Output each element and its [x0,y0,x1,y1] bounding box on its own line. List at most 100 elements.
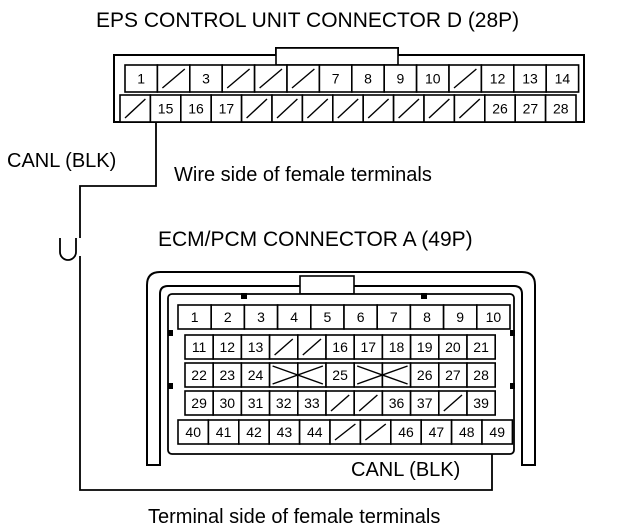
terminal-cell: 42 [238,419,271,445]
terminal-number: 21 [473,339,489,355]
terminal-number: 5 [324,309,332,325]
terminal-cell: 28 [466,362,497,388]
terminal-cell: 43 [268,419,301,445]
terminal-number: 31 [248,395,264,411]
unused-terminal-slash [367,98,390,119]
ecm-connector-lock-tab [299,275,355,295]
terminal-cell: 21 [466,334,497,360]
unused-terminal-slash [161,68,186,89]
terminal-number: 19 [417,339,433,355]
empty-terminal-cell [296,334,327,360]
empty-terminal-cell [423,94,456,123]
ecm-key-mark [421,293,427,299]
empty-terminal-cell [253,64,288,93]
terminal-number: 46 [398,424,414,440]
terminal-number: 22 [191,367,207,383]
terminal-cell: 6 [343,304,379,330]
terminal-cell: 24 [240,362,271,388]
terminal-cell: 32 [268,390,299,416]
terminal-number: 3 [257,309,265,325]
terminal-number: 1 [191,309,199,325]
unused-terminal-slash [291,68,315,89]
terminal-cell: 9 [442,304,478,330]
eps-connector-lock-tab [275,47,399,66]
terminal-cell: 4 [276,304,312,330]
empty-terminal-cell [392,94,425,123]
terminal-cell: 17 [353,334,384,360]
terminal-number: 40 [185,424,201,440]
ecm-connector-title: ECM/PCM CONNECTOR A (49P) [158,228,473,251]
unused-terminal-slash [274,338,294,356]
terminal-number: 13 [522,71,538,87]
terminal-cell: 30 [212,390,243,416]
terminal-number: 44 [307,424,323,440]
empty-terminal-cell [221,64,256,93]
terminal-cell: 2 [210,304,246,330]
eps-connector-title: EPS CONTROL UNIT CONNECTOR D (28P) [96,9,519,32]
terminal-number: 6 [357,309,365,325]
terminal-number: 42 [246,424,262,440]
terminal-cell: 15 [149,94,182,123]
terminal-cell: 7 [318,64,353,93]
terminal-number: 3 [202,71,210,87]
terminal-cell: 47 [420,419,453,445]
unused-terminal-slash [458,98,481,119]
terminal-number: 28 [553,101,569,117]
ecm-key-mark [168,383,173,389]
unused-terminal-slash [302,338,322,356]
unused-terminal-slash [443,394,463,412]
empty-terminal-cell [119,94,152,123]
terminal-number: 9 [456,309,464,325]
terminal-cell: 7 [376,304,412,330]
empty-terminal-cell [286,64,321,93]
unused-terminal-slash [364,423,387,441]
terminal-number: 24 [248,367,264,383]
terminal-number: 36 [389,395,405,411]
terminal-number: 26 [492,101,508,117]
terminal-number: 41 [216,424,232,440]
ecm-key-mark [168,330,173,336]
ecm-connector-shell [146,271,536,466]
terminal-cell: 26 [409,362,440,388]
terminal-number: 16 [188,101,204,117]
empty-terminal-cell [353,390,384,416]
unused-terminal-slash [124,98,146,119]
terminal-cell: 37 [409,390,440,416]
empty-terminal-cell [271,94,304,123]
terminal-cell: 10 [415,64,450,93]
empty-terminal-cell [325,390,356,416]
terminal-cell: 25 [325,362,356,388]
terminal-number: 7 [390,309,398,325]
unused-terminal-slash [306,98,329,119]
terminal-number: 30 [220,395,236,411]
unused-terminal-slash [337,98,359,119]
unused-terminal-slash [276,98,298,119]
empty-terminal-cell [437,390,468,416]
terminal-cell: 33 [296,390,327,416]
terminal-cell: 12 [480,64,515,93]
terminal-number: 47 [429,424,445,440]
terminal-cell: 9 [383,64,418,93]
terminal-cell: 3 [189,64,224,93]
unused-terminal-slash [334,423,356,441]
terminal-cell: 14 [545,64,580,93]
terminal-number: 2 [224,309,232,325]
terminal-cell: 10 [475,304,511,330]
terminal-number: 32 [276,395,292,411]
terminal-cell: 44 [298,419,331,445]
wire-crossover-symbol [59,238,77,261]
terminal-number: 20 [445,339,461,355]
terminal-cell: 27 [437,362,468,388]
terminal-cell: 48 [450,419,483,445]
eps-wire-label: CANL (BLK) [7,150,116,172]
terminal-number: 48 [459,424,475,440]
terminal-number: 28 [473,367,489,383]
terminal-number: 17 [219,101,235,117]
terminal-cell: 13 [240,334,271,360]
